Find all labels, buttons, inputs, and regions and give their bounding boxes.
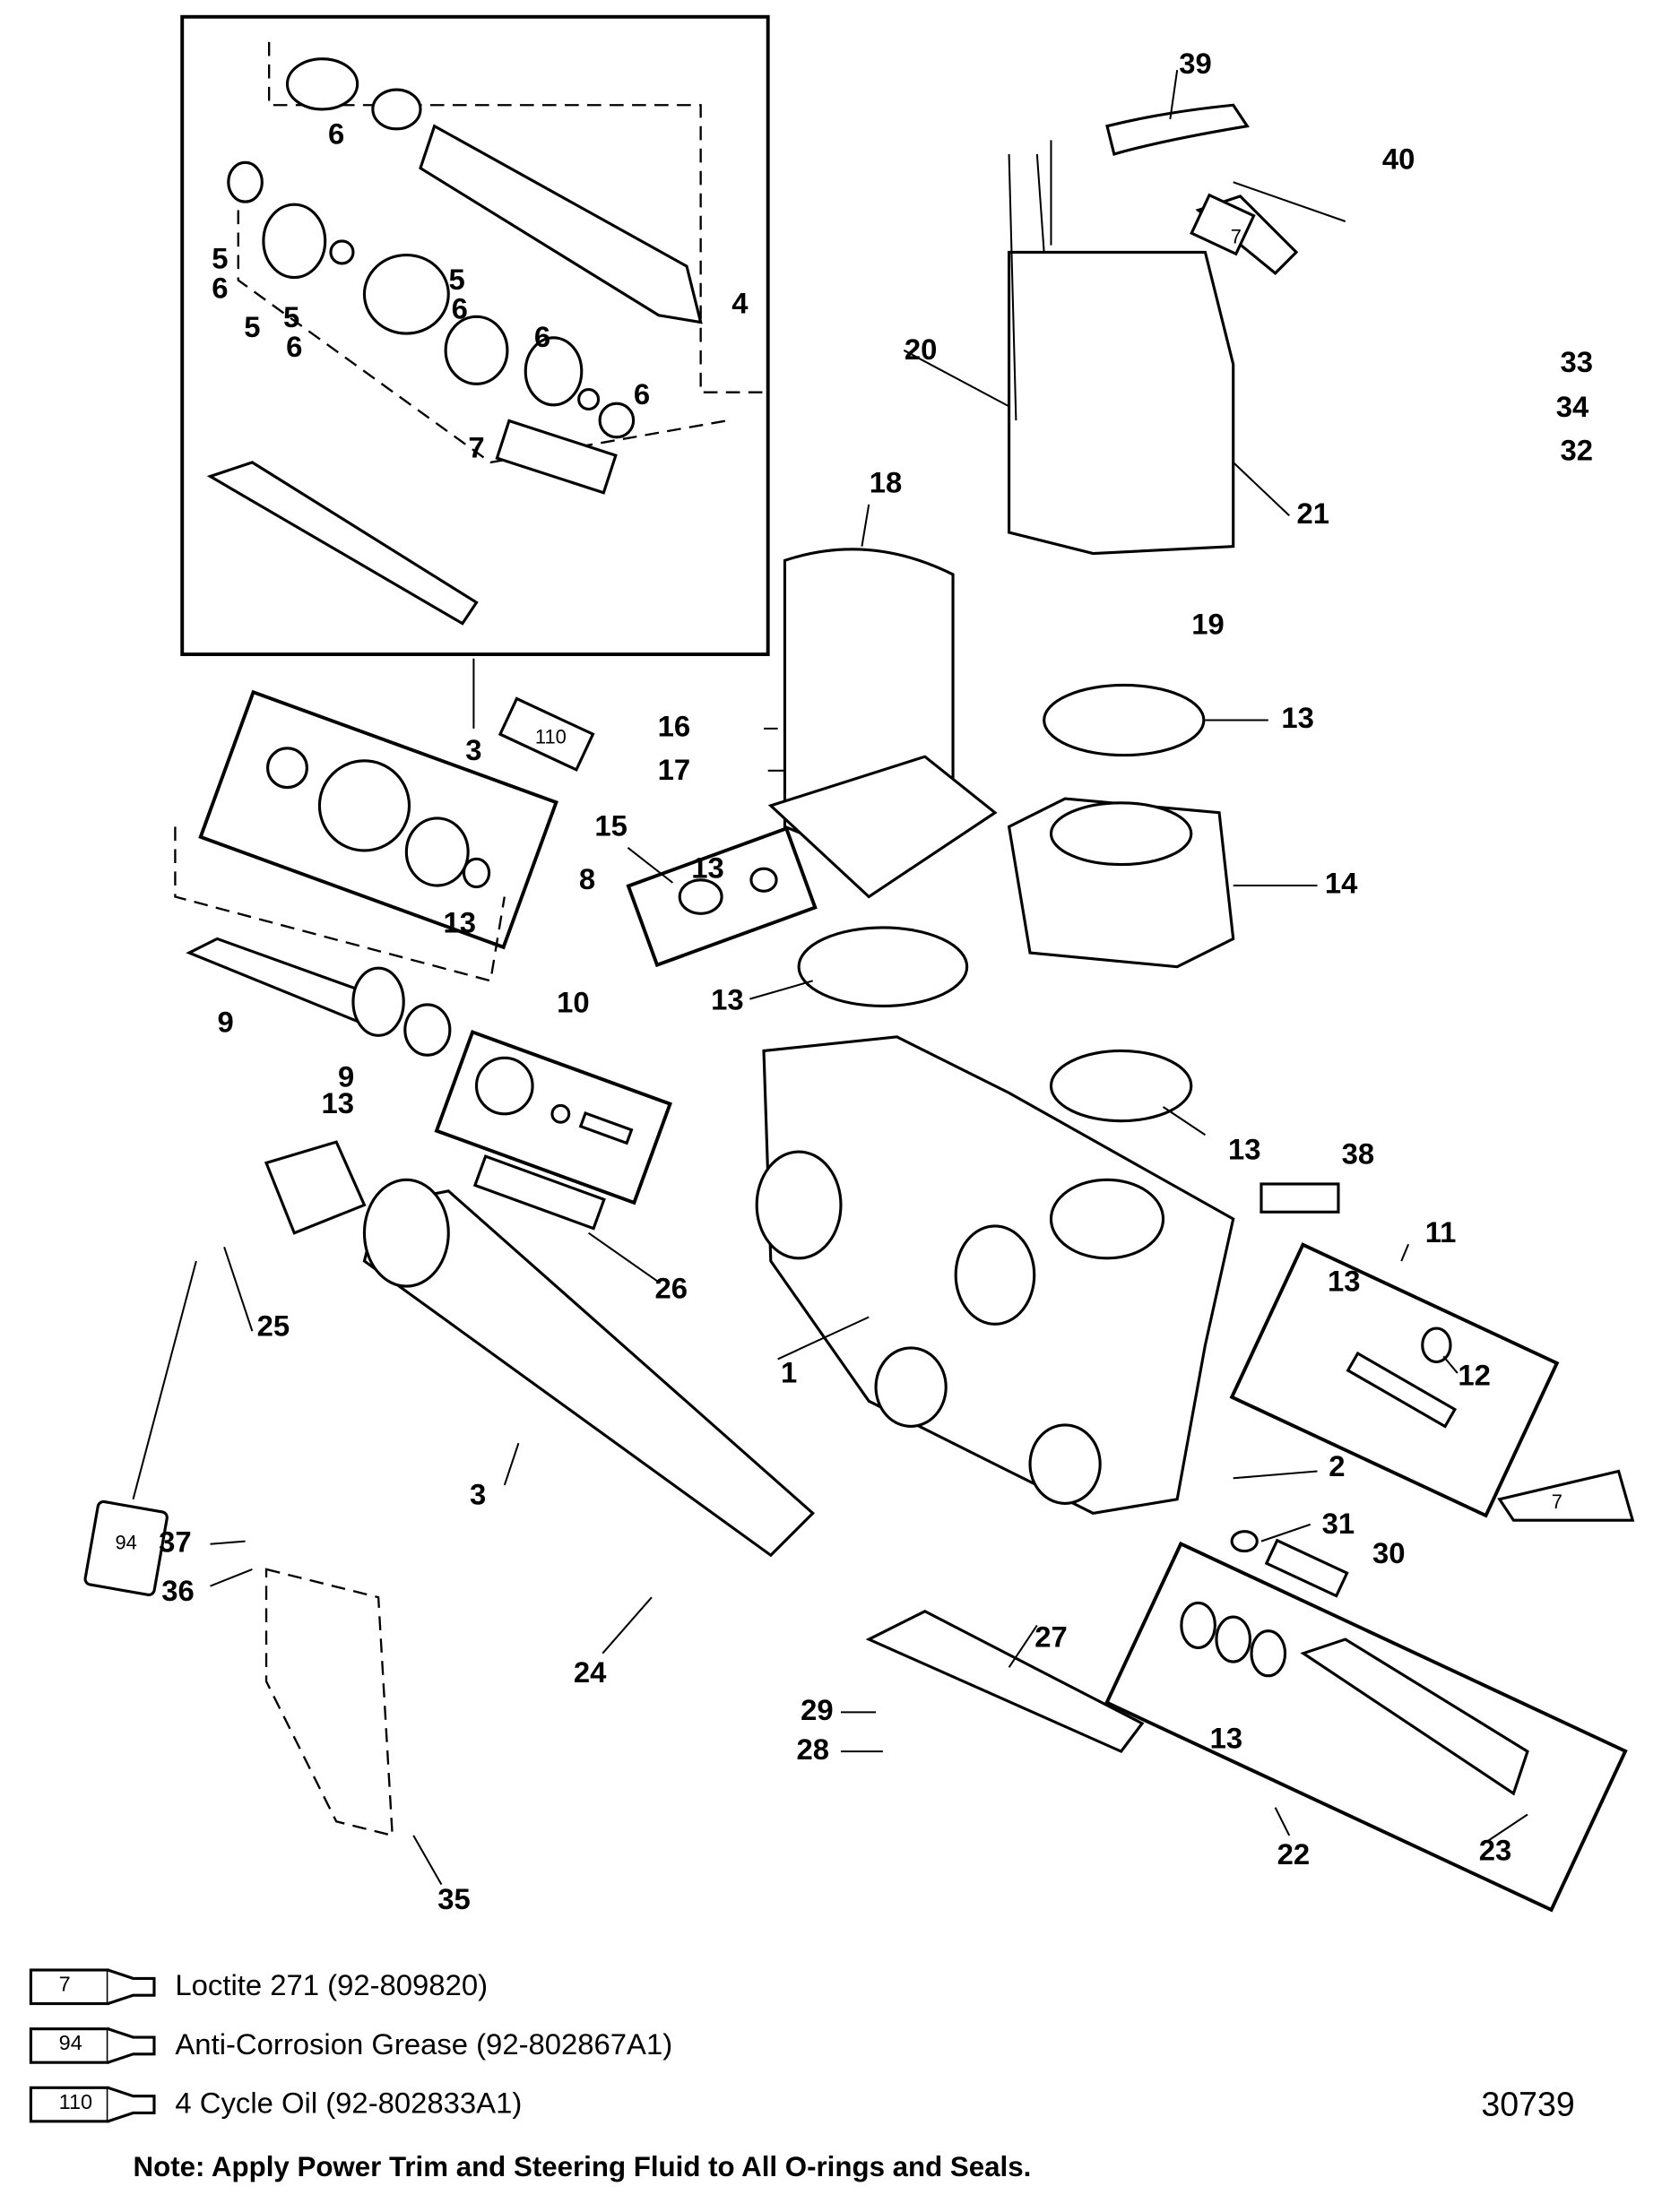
callout-35: 35 xyxy=(437,1882,471,1915)
callout-34: 34 xyxy=(1556,390,1589,423)
callout-6: 6 xyxy=(286,330,302,363)
callout-6: 6 xyxy=(534,320,550,353)
tube-7-icon-right: 7 xyxy=(1552,1491,1562,1513)
callout-6: 6 xyxy=(452,292,468,325)
callout-5: 5 xyxy=(449,263,465,296)
inset-box-11 xyxy=(1229,1242,1560,1518)
tube-icon: 7 xyxy=(28,1967,161,2007)
callout-33: 33 xyxy=(1560,345,1593,378)
sleeve-39 xyxy=(1105,103,1250,156)
tube-icon: 94 xyxy=(28,2026,161,2066)
callout-1: 1 xyxy=(781,1355,797,1388)
callout-6: 6 xyxy=(212,271,228,304)
anode-27 xyxy=(865,1610,1145,1754)
callout-40: 40 xyxy=(1382,142,1415,175)
callout-29: 29 xyxy=(801,1693,833,1726)
svg-text:7: 7 xyxy=(1231,226,1242,248)
inset-box-22 xyxy=(1104,1541,1628,1913)
legend-item-loctite: 7 Loctite 271 (92-809820) xyxy=(28,1967,488,2007)
tube-110-icon: 110 xyxy=(498,696,595,772)
figure-number: 30739 xyxy=(1481,2086,1575,2124)
callout-38: 38 xyxy=(1342,1136,1374,1170)
tube-7-icon-top: 7 xyxy=(1190,193,1256,256)
callout-5: 5 xyxy=(244,310,260,343)
callout-17: 17 xyxy=(658,753,691,786)
callout-25: 25 xyxy=(257,1309,290,1343)
callout-13: 13 xyxy=(322,1086,354,1119)
callout-3: 3 xyxy=(465,733,481,766)
callout-32: 32 xyxy=(1560,434,1593,467)
cylinder-part xyxy=(419,124,703,324)
callout-10: 10 xyxy=(557,986,590,1019)
callout-13: 13 xyxy=(711,982,744,1015)
callout-6: 6 xyxy=(328,117,344,150)
svg-text:7: 7 xyxy=(1552,1491,1562,1513)
callout-13: 13 xyxy=(444,905,477,938)
callout-4: 4 xyxy=(731,286,749,319)
callout-30: 30 xyxy=(1372,1536,1406,1569)
callout-21: 21 xyxy=(1297,497,1330,530)
callout-36: 36 xyxy=(161,1574,194,1607)
callout-13: 13 xyxy=(1228,1133,1261,1166)
inset-box-10 xyxy=(434,1029,672,1205)
svg-text:94: 94 xyxy=(116,1532,137,1554)
callout-23: 23 xyxy=(1479,1833,1512,1866)
callout-24: 24 xyxy=(574,1655,607,1689)
callout-7: 7 xyxy=(468,430,484,463)
callout-13: 13 xyxy=(1210,1721,1243,1754)
legend-item-grease: 94 Anti-Corrosion Grease (92-802867A1) xyxy=(28,2026,672,2066)
pump-motor-20 xyxy=(1008,250,1235,556)
callout-31: 31 xyxy=(1322,1507,1355,1540)
callout-12: 12 xyxy=(1458,1358,1491,1391)
note-text: Note: Apply Power Trim and Steering Flui… xyxy=(133,2152,1032,2183)
callout-37: 37 xyxy=(159,1525,192,1558)
legend-text: Loctite 271 (92-809820) xyxy=(175,1969,489,2002)
callout-26: 26 xyxy=(655,1271,688,1304)
callout-13: 13 xyxy=(1281,701,1314,734)
callout-11: 11 xyxy=(1425,1215,1457,1249)
seal-part xyxy=(285,57,359,111)
legend-text: 4 Cycle Oil (92-802833A1) xyxy=(175,2087,523,2121)
inset-box-8 xyxy=(198,689,558,950)
callout-16: 16 xyxy=(658,710,691,743)
tube-94-icon: 94 xyxy=(83,1499,169,1596)
callout-9: 9 xyxy=(218,1005,234,1038)
legend-item-oil: 110 4 Cycle Oil (92-802833A1) xyxy=(28,2085,522,2124)
legend-text: Anti-Corrosion Grease (92-802867A1) xyxy=(175,2028,673,2061)
callout-14: 14 xyxy=(1325,867,1358,900)
callout-28: 28 xyxy=(796,1732,828,1766)
piston-rod-part xyxy=(206,461,479,626)
tube-icon: 110 xyxy=(28,2085,161,2124)
callout-18: 18 xyxy=(870,466,902,499)
callout-13: 13 xyxy=(691,851,724,884)
callout-5: 5 xyxy=(212,241,228,274)
svg-text:110: 110 xyxy=(535,726,567,748)
manual-release-valve-22 xyxy=(1300,1637,1529,1796)
inset-box-15 xyxy=(626,825,818,968)
callout-6: 6 xyxy=(634,377,650,410)
callout-22: 22 xyxy=(1277,1837,1311,1871)
callout-39: 39 xyxy=(1179,47,1211,80)
inset-box-3 xyxy=(180,14,770,657)
callout-20: 20 xyxy=(905,333,938,366)
callout-15: 15 xyxy=(594,809,628,842)
callout-5: 5 xyxy=(283,300,299,333)
callout-8: 8 xyxy=(579,862,595,895)
callout-2: 2 xyxy=(1329,1449,1345,1482)
callout-3: 3 xyxy=(470,1477,486,1510)
callout-19: 19 xyxy=(1191,607,1224,640)
callout-9: 9 xyxy=(338,1059,354,1093)
callout-27: 27 xyxy=(1034,1620,1067,1654)
callout-13: 13 xyxy=(1328,1265,1361,1298)
